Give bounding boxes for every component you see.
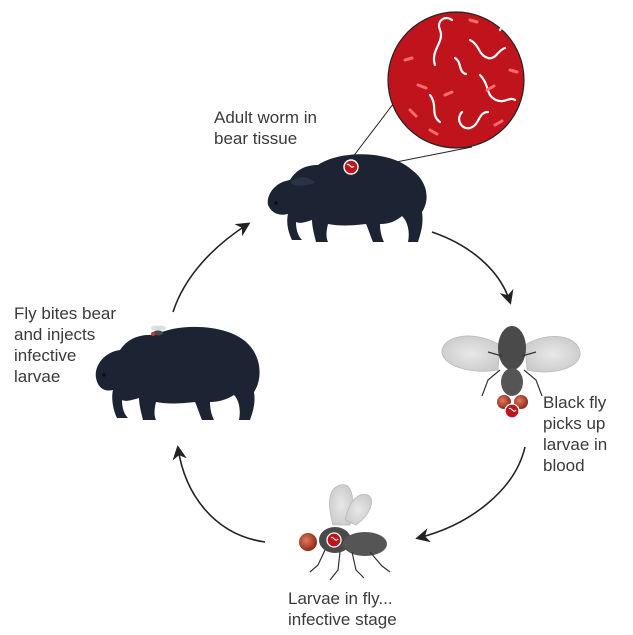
label-adult-worm: Adult worm in bear tissue xyxy=(214,107,317,149)
worm-marker-icon xyxy=(344,160,358,174)
arrow-left-to-top xyxy=(173,224,248,312)
label-line: bear tissue xyxy=(214,128,317,149)
bear-left-icon xyxy=(96,327,260,420)
label-line: picks up xyxy=(543,413,607,434)
arrow-top-to-right xyxy=(432,232,510,302)
label-line: and injects xyxy=(14,324,116,345)
label-line: Adult worm in xyxy=(214,107,317,128)
label-line: Larvae in fly... xyxy=(288,588,397,609)
label-black-fly: Black fly picks up larvae in blood xyxy=(543,392,607,476)
label-line: blood xyxy=(543,455,607,476)
label-line: infective stage xyxy=(288,609,397,630)
label-larvae-in-fly: Larvae in fly... infective stage xyxy=(288,588,397,630)
tissue-magnified-circle xyxy=(349,12,524,170)
label-line: larvae xyxy=(14,366,116,387)
label-line: Black fly xyxy=(543,392,607,413)
label-line: larvae in xyxy=(543,434,607,455)
label-fly-bites: Fly bites bear and injects infective lar… xyxy=(14,303,116,387)
label-line: Fly bites bear xyxy=(14,303,116,324)
arrow-bottom-to-left xyxy=(178,448,265,542)
fly-bottom-icon xyxy=(299,485,390,580)
arrow-right-to-bottom xyxy=(418,447,525,538)
label-line: infective xyxy=(14,345,116,366)
